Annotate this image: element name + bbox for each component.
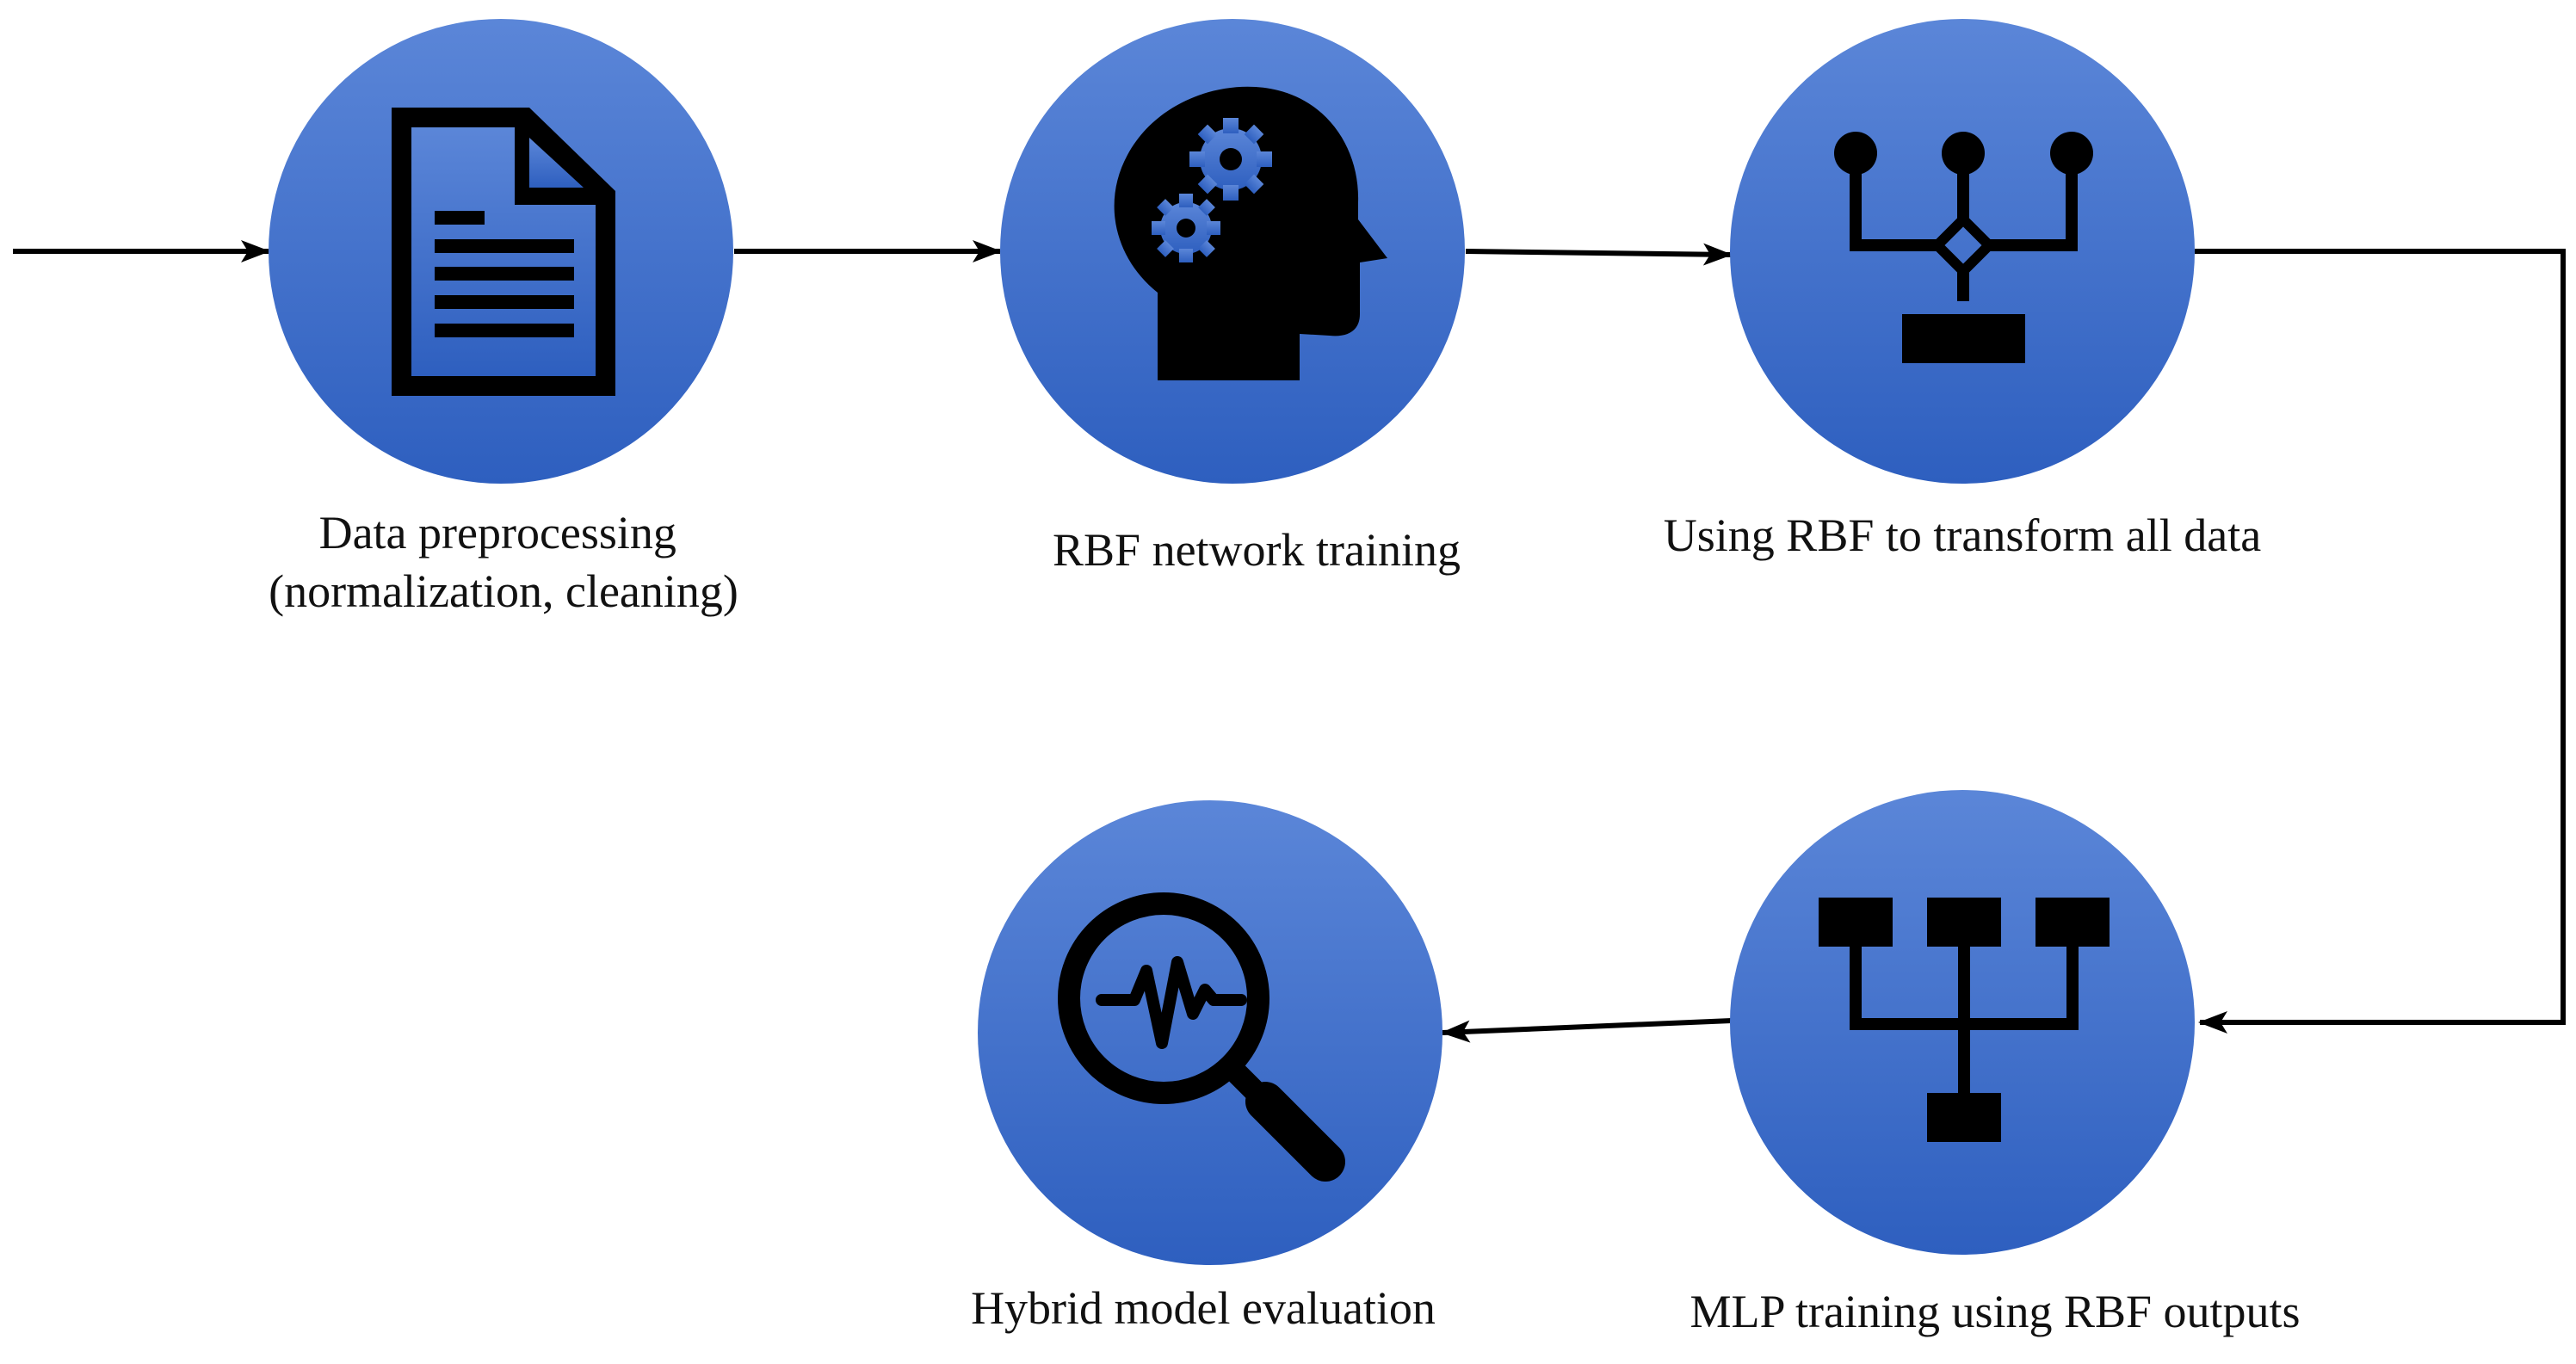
arrow-transform-to-mlp (2195, 249, 2566, 1034)
merge-network-icon (1834, 132, 2093, 363)
svg-text:MLP training using RBF outputs: MLP training using RBF outputs (1690, 1286, 2300, 1337)
step-rbf-transform: Using RBF to transform all data (1664, 19, 2261, 561)
step-circle (1730, 19, 2195, 484)
step-hybrid-evaluation: Hybrid model evaluation (971, 800, 1442, 1334)
svg-text:Using RBF to transform all dat: Using RBF to transform all data (1664, 509, 2261, 561)
svg-text:Hybrid model evaluation: Hybrid model evaluation (971, 1282, 1436, 1334)
arrow-mlp-to-evaluation (1441, 1018, 1733, 1043)
step-label-line-1: RBF network training (1053, 524, 1461, 576)
arrow-rbf-training-to-transform (1465, 243, 1733, 266)
step-label-line-1: Using RBF to transform all data (1664, 509, 2261, 561)
step-label-line-1: Hybrid model evaluation (971, 1282, 1436, 1334)
brain-gears-icon (1114, 86, 1387, 380)
step-mlp-training: MLP training using RBF outputs (1690, 790, 2301, 1337)
step-rbf-network-training: RBF network training (1000, 19, 1465, 576)
step-circle (978, 800, 1442, 1265)
document-icon (392, 108, 615, 396)
svg-text:Data preprocessing (norm: Data preprocessing (normalization, clean… (269, 507, 738, 617)
step-data-preprocessing: Data preprocessing (normalization, clean… (269, 19, 738, 617)
hierarchy-network-icon (1819, 898, 2110, 1142)
svg-text:RBF network training: RBF network training (1053, 524, 1461, 576)
connectors (13, 240, 2566, 1043)
step-label-line-1: Data preprocessing (319, 507, 676, 559)
magnifier-signal-icon (1058, 892, 1345, 1182)
step-label-line-2: (normalization, cleaning) (269, 565, 738, 617)
step-label-line-1: MLP training using RBF outputs (1690, 1286, 2300, 1337)
